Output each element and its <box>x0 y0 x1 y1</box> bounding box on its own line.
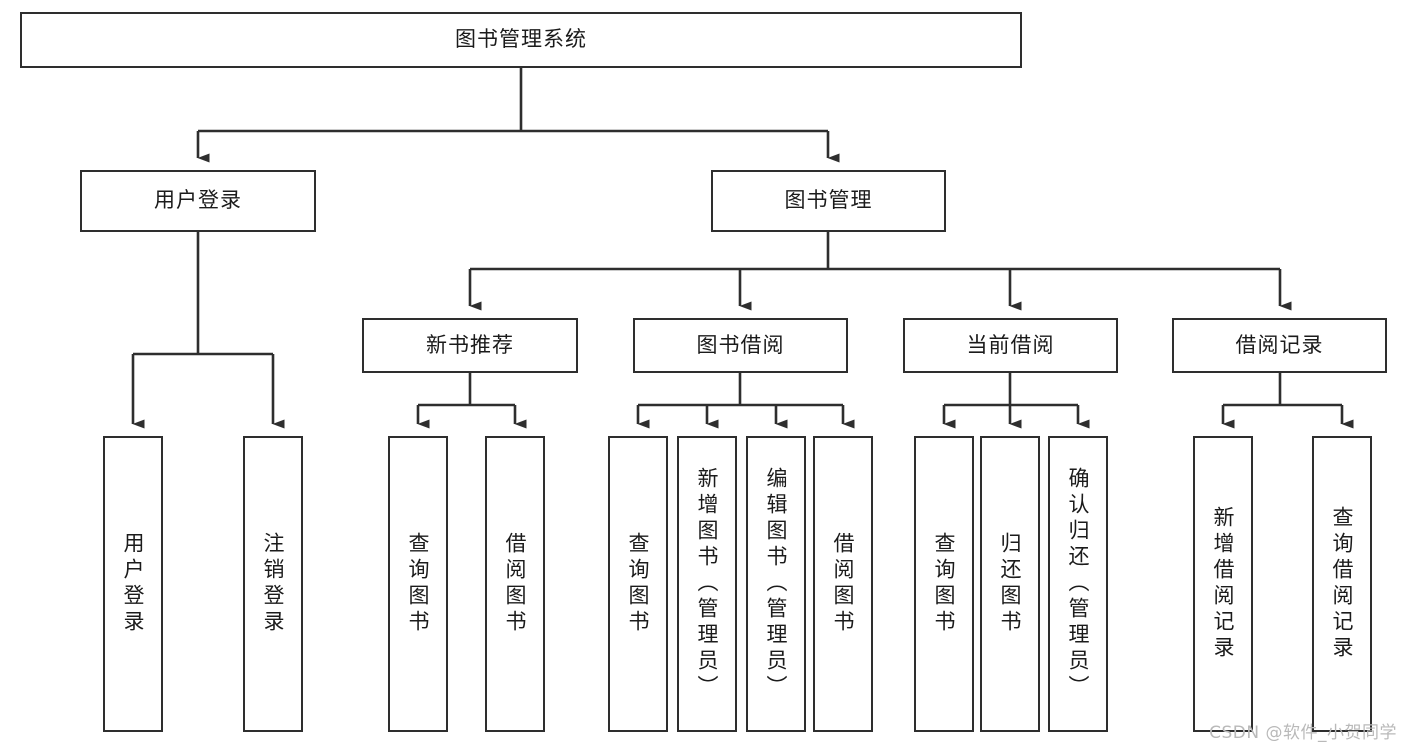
leaf-borrow-query-book[interactable]: 查询图书 <box>608 436 668 732</box>
node-label: 用户登录 <box>121 532 146 636</box>
node-label: 注销登录 <box>261 532 286 636</box>
node-user-login[interactable]: 用户登录 <box>80 170 316 232</box>
node-label: 用户登录 <box>154 188 242 213</box>
node-label: 编辑图书（管理员） <box>764 467 789 701</box>
node-label: 借阅图书 <box>831 532 856 636</box>
node-borrow-record[interactable]: 借阅记录 <box>1172 318 1387 373</box>
leaf-borrow-edit-book[interactable]: 编辑图书（管理员） <box>746 436 806 732</box>
leaf-current-query-book[interactable]: 查询图书 <box>914 436 974 732</box>
leaf-user-login-logout[interactable]: 注销登录 <box>243 436 303 732</box>
csdn-watermark: CSDN @软件_小贺同学 <box>1209 723 1397 743</box>
node-label: 图书管理 <box>784 188 873 213</box>
leaf-user-login-login[interactable]: 用户登录 <box>103 436 163 732</box>
leaf-recommend-query-book[interactable]: 查询图书 <box>388 436 448 732</box>
node-label: 查询图书 <box>406 532 431 636</box>
node-label: 归还图书 <box>998 532 1023 636</box>
node-label: 图书管理系统 <box>455 27 587 52</box>
node-label: 借阅图书 <box>503 532 528 636</box>
node-label: 查询借阅记录 <box>1330 506 1355 662</box>
node-label: 新书推荐 <box>426 332 514 357</box>
leaf-borrow-borrow-book[interactable]: 借阅图书 <box>813 436 873 732</box>
leaf-recommend-borrow-book[interactable]: 借阅图书 <box>485 436 545 732</box>
node-label: 查询图书 <box>626 532 651 636</box>
leaf-current-return-book[interactable]: 归还图书 <box>980 436 1040 732</box>
node-book-management[interactable]: 图书管理 <box>711 170 946 232</box>
node-book-borrow[interactable]: 图书借阅 <box>633 318 848 373</box>
leaf-current-confirm-return[interactable]: 确认归还（管理员） <box>1048 436 1108 732</box>
node-label: 当前借阅 <box>966 332 1055 357</box>
leaf-borrow-add-book[interactable]: 新增图书（管理员） <box>677 436 737 732</box>
leaf-record-add-record[interactable]: 新增借阅记录 <box>1193 436 1253 732</box>
node-new-book-recommend[interactable]: 新书推荐 <box>362 318 578 373</box>
node-label: 查询图书 <box>932 532 957 636</box>
node-label: 新增图书（管理员） <box>695 467 720 701</box>
leaf-record-query-record[interactable]: 查询借阅记录 <box>1312 436 1372 732</box>
node-label: 新增借阅记录 <box>1211 506 1236 662</box>
node-label: 确认归还（管理员） <box>1066 467 1091 701</box>
node-root-system[interactable]: 图书管理系统 <box>20 12 1022 68</box>
node-label: 借阅记录 <box>1235 332 1324 357</box>
node-current-borrow[interactable]: 当前借阅 <box>903 318 1118 373</box>
node-label: 图书借阅 <box>696 332 785 357</box>
